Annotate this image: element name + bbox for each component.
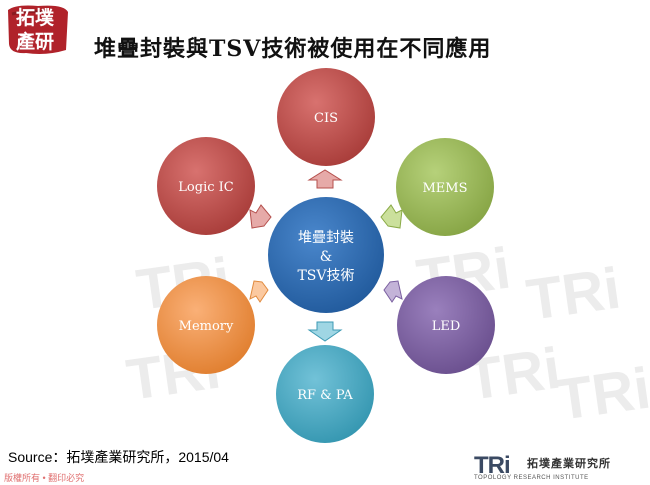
arrow-to-cis [307, 169, 343, 189]
brand-mark: TRi [474, 452, 511, 479]
logo: 拓墣 產研 [6, 4, 70, 56]
arrow-to-led [383, 280, 403, 303]
node-mems: MEMS [396, 138, 494, 236]
watermark-text: TRi [523, 256, 625, 333]
node-label: Logic IC [178, 180, 233, 195]
arrow-to-logic-ic [249, 204, 272, 229]
arrow-to-rf-pa [307, 321, 343, 342]
watermark-text: TRi [553, 356, 650, 433]
node-logic-ic: Logic IC [157, 137, 255, 235]
node-memory: Memory [157, 276, 255, 374]
slide-title: 堆疊封裝與TSV技術被使用在不同應用 [94, 36, 492, 62]
node-label: Memory [179, 319, 234, 334]
center-label-line1: 堆疊封裝 [298, 230, 354, 246]
node-label: CIS [314, 111, 338, 126]
brand-logo: TRi 拓墣產業研究所 TOPOLOGY RESEARCH INSTITUTE [474, 452, 646, 484]
copyright-note: 版權所有 • 翻印必究 [4, 473, 85, 483]
node-rf-pa: RF & PA [276, 345, 374, 443]
node-label: MEMS [422, 181, 467, 196]
node-center: 堆疊封裝 & TSV技術 [268, 197, 384, 313]
center-label-line2: & [320, 249, 332, 265]
source-note: Source：拓墣產業研究所，2015/04 [8, 449, 229, 465]
node-cis: CIS [277, 68, 375, 166]
center-label-line3: TSV技術 [297, 268, 354, 284]
connector-arrows [249, 169, 403, 342]
node-label: RF & PA [297, 388, 353, 403]
node-label: LED [432, 319, 461, 334]
arrow-to-mems [380, 204, 403, 229]
logo-text: 產研 [16, 31, 55, 53]
node-led: LED [397, 276, 495, 374]
brand-name: 拓墣產業研究所 [527, 457, 611, 470]
arrow-to-memory [249, 280, 269, 303]
logo-text: 拓墣 [16, 7, 55, 29]
brand-subtitle: TOPOLOGY RESEARCH INSTITUTE [474, 475, 589, 481]
logo-background [8, 5, 68, 54]
